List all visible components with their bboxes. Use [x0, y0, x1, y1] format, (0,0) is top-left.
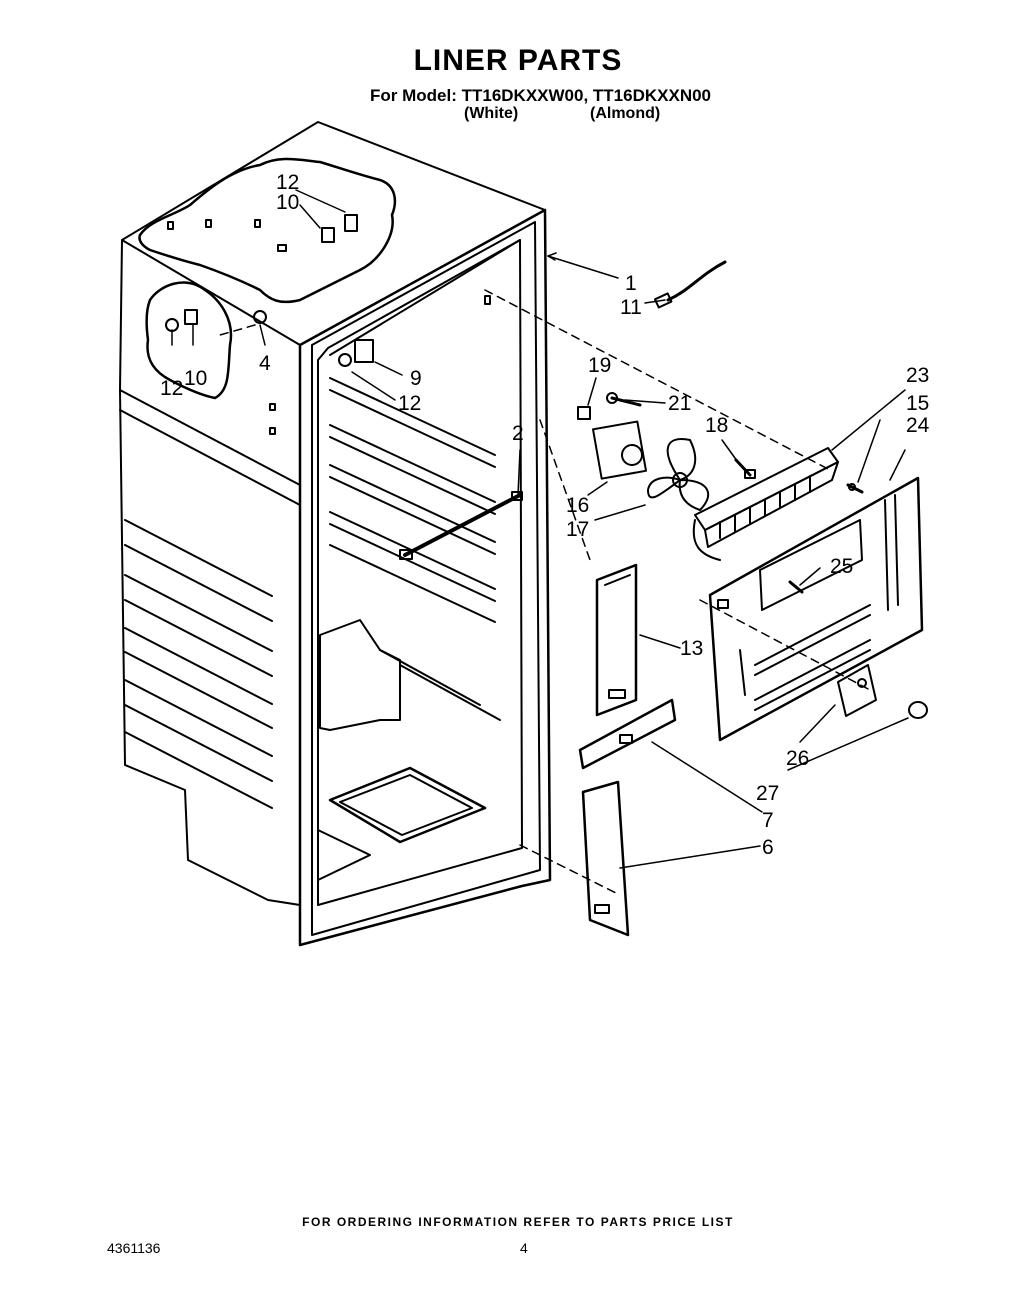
callout-10-upper: 10	[276, 191, 299, 214]
callout-18: 18	[705, 414, 728, 437]
callout-23: 23	[906, 364, 929, 387]
model-numbers: For Model: TT16DKXXW00, TT16DKXXN00	[370, 86, 712, 105]
callout-6: 6	[762, 836, 774, 859]
callout-4: 4	[259, 352, 271, 375]
callout-25: 25	[830, 555, 853, 578]
evaporator-cover-part-24	[708, 476, 924, 742]
callout-2: 2	[512, 422, 524, 445]
screw-part-25	[788, 580, 804, 594]
callout-26: 26	[786, 747, 809, 770]
variant-white-label: (White)	[464, 105, 519, 122]
page-number: 4	[520, 1240, 528, 1256]
callout-1: 1	[625, 272, 637, 295]
callout-17: 17	[566, 518, 589, 541]
callout-21: 21	[668, 392, 691, 415]
bracket-part-26	[837, 664, 877, 717]
cabinet-shell	[119, 121, 546, 906]
callout-7: 7	[762, 809, 774, 832]
fan-motor-part-16	[577, 392, 648, 480]
liner-part-1	[298, 208, 552, 947]
variant-almond-label: (Almond)	[590, 105, 661, 122]
wire-harness-part-11	[653, 260, 727, 309]
leader-lines	[171, 189, 909, 869]
rail-part-2	[399, 491, 523, 560]
page-title: LINER PARTS	[413, 44, 623, 77]
thermostat-part-10	[165, 214, 358, 332]
fan-grille-part-23	[692, 447, 839, 561]
callout-16: 16	[566, 494, 589, 517]
fan-blade-part-17	[647, 438, 710, 511]
callout-12-left: 12	[160, 377, 183, 400]
callout-labels: 12 10 12 10 4 9 12 1 11 2 19 21 18 23 15…	[160, 171, 930, 859]
exploded-parts-diagram: 12 10 12 10 4 9 12 1 11 2 19 21 18 23 15…	[119, 121, 930, 947]
callout-15: 15	[906, 392, 929, 415]
control-part-9	[338, 339, 374, 367]
callout-13: 13	[680, 637, 703, 660]
callout-10-left: 10	[184, 367, 207, 390]
lower-duct-part-6	[581, 780, 630, 937]
screw-part-15	[846, 483, 864, 494]
callout-9: 9	[410, 367, 422, 390]
callout-12-upper: 12	[276, 171, 299, 194]
callout-24: 24	[906, 414, 930, 437]
air-duct-part-13	[595, 563, 638, 717]
ordering-note: FOR ORDERING INFORMATION REFER TO PARTS …	[302, 1215, 734, 1229]
callout-11: 11	[620, 296, 642, 319]
callout-27: 27	[756, 782, 779, 805]
document-number: 4361136	[107, 1240, 161, 1256]
callout-12-inner: 12	[398, 392, 421, 415]
baffle-part-7	[578, 698, 677, 770]
plug-part-27	[908, 701, 928, 719]
callout-19: 19	[588, 354, 611, 377]
